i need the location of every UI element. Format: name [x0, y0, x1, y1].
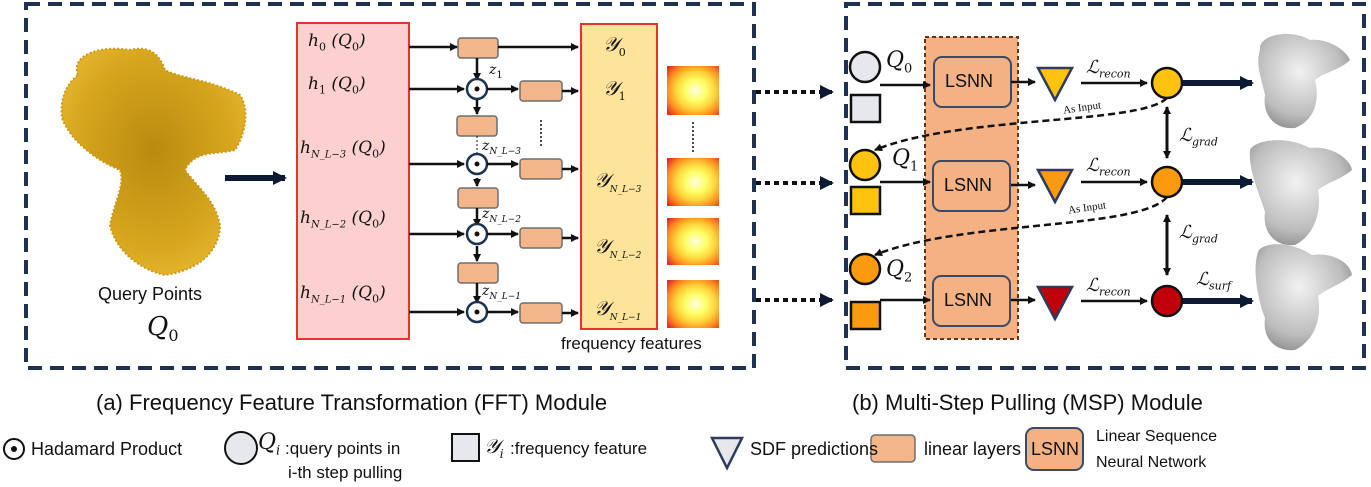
- h-row-2: hN_L−3 (Q0): [300, 138, 386, 161]
- legend-query-symbol: Qi: [258, 430, 281, 459]
- z-label-nl2: zN_L−2: [482, 206, 522, 225]
- legend-lsnn-box-label: LSNN: [1031, 439, 1080, 459]
- legend-hadamard-icon: [3, 438, 25, 460]
- z-label-nl1: zN_L−1: [482, 283, 522, 302]
- h-row-4: hN_L−1 (Q0): [300, 283, 386, 306]
- lsnn-boxes: [932, 56, 1012, 327]
- legend-query-text-2: i-th step pulling: [288, 463, 403, 482]
- z-label-1: z1: [489, 62, 503, 81]
- y-row-4: 𝒴N_L−1: [594, 296, 642, 323]
- linear-layer: [456, 115, 498, 137]
- legend-hadamard-label: Hadamard Product: [31, 439, 183, 459]
- legend-feature-symbol: 𝒴i: [484, 434, 504, 461]
- legend-lsnn-icon: [1025, 427, 1084, 471]
- legend-sdf-label: SDF predictions: [750, 439, 879, 459]
- heatmap: [667, 66, 719, 115]
- linear-layers-output: [519, 80, 563, 324]
- z-label-nl3: zN_L−3: [482, 138, 522, 157]
- legend-feature-text: :frequency feature: [510, 439, 648, 458]
- mesh-step-2: [1255, 244, 1352, 351]
- mesh-step-1: [1249, 140, 1352, 246]
- linear-layer: [519, 158, 563, 180]
- recon-loss-2: ℒrecon: [1086, 275, 1131, 299]
- as-input-curves: [874, 97, 1168, 257]
- heatmap: [667, 218, 719, 265]
- q-label-1: Q1: [892, 146, 919, 175]
- sdf-triangles: [1035, 66, 1075, 322]
- h-functions-box: [296, 22, 410, 340]
- mesh-step-0: [1258, 33, 1350, 129]
- query-points-label: Query Points: [98, 284, 203, 304]
- grad-loss-0: ℒgrad: [1179, 125, 1218, 149]
- linear-layer: [519, 227, 563, 249]
- legend-query-text-1: :query points in: [285, 439, 401, 458]
- step-inputs: [848, 50, 882, 331]
- recon-loss-1: ℒrecon: [1086, 155, 1131, 179]
- y-row-2: 𝒴N_L−3: [594, 168, 642, 195]
- q-label-0: Q0: [886, 48, 913, 77]
- recon-loss-0: ℒrecon: [1086, 57, 1131, 81]
- frequency-heatmaps: [667, 66, 719, 328]
- lsnn-label-2: LSNN: [944, 290, 993, 310]
- msp-caption: (b) Multi-Step Pulling (MSP) Module: [852, 390, 1203, 415]
- linear-layer: [457, 187, 499, 209]
- q-label-2: Q2: [886, 257, 913, 286]
- linear-layer: [457, 262, 499, 284]
- result-nodes: [1150, 66, 1184, 318]
- recon-arrows: [1081, 79, 1148, 305]
- heatmap: [667, 158, 719, 206]
- linear-layer: [457, 37, 499, 59]
- fft-to-msp-arrows: [756, 85, 834, 307]
- input-to-lsnn-arrows: [880, 78, 1036, 304]
- query-point-cloud: [60, 47, 247, 277]
- lsnn-label-1: LSNN: [944, 175, 993, 195]
- h-row-1: h1 (Q0): [308, 74, 366, 97]
- grad-loss-1: ℒgrad: [1179, 222, 1218, 246]
- result-to-mesh-arrows: [1183, 76, 1254, 308]
- legend-feature-icon: [451, 433, 480, 462]
- linear-layer: [519, 80, 563, 102]
- y-row-1: 𝒴1: [603, 76, 626, 103]
- fft-caption: (a) Frequency Feature Transformation (FF…: [96, 390, 608, 415]
- legend-lsnn-text-2: Neural Network: [1096, 454, 1207, 471]
- y-row-3: 𝒴N_L−2: [594, 234, 642, 261]
- query-points-symbol: Q0: [147, 312, 179, 346]
- linear-layer: [519, 302, 563, 324]
- reconstructed-meshes: [1249, 33, 1352, 351]
- surf-loss: ℒsurf: [1196, 269, 1232, 293]
- lsnn-label-0: LSNN: [945, 71, 994, 91]
- linear-layers-column: [456, 37, 499, 284]
- legend-linear-label: linear layers: [924, 439, 1022, 459]
- hadamard-to-linear-arrows: [487, 43, 579, 317]
- frequency-features-box: [580, 23, 658, 330]
- h-output-arrows: [409, 43, 465, 316]
- legend-query-icon: [224, 431, 258, 465]
- fft-module-frame: [24, 2, 756, 370]
- h-row-3: hN_L−2 (Q0): [300, 208, 386, 231]
- y-row-0: 𝒴0: [603, 32, 626, 59]
- legend-lsnn-text-1: Linear Sequence: [1096, 428, 1217, 445]
- h-row-0: h0 (Q0): [308, 31, 366, 54]
- heatmap: [667, 280, 719, 328]
- frequency-features-label: frequency features: [561, 334, 702, 353]
- legend-sdf-icon: [709, 436, 745, 471]
- legend-linear-icon: [870, 434, 916, 463]
